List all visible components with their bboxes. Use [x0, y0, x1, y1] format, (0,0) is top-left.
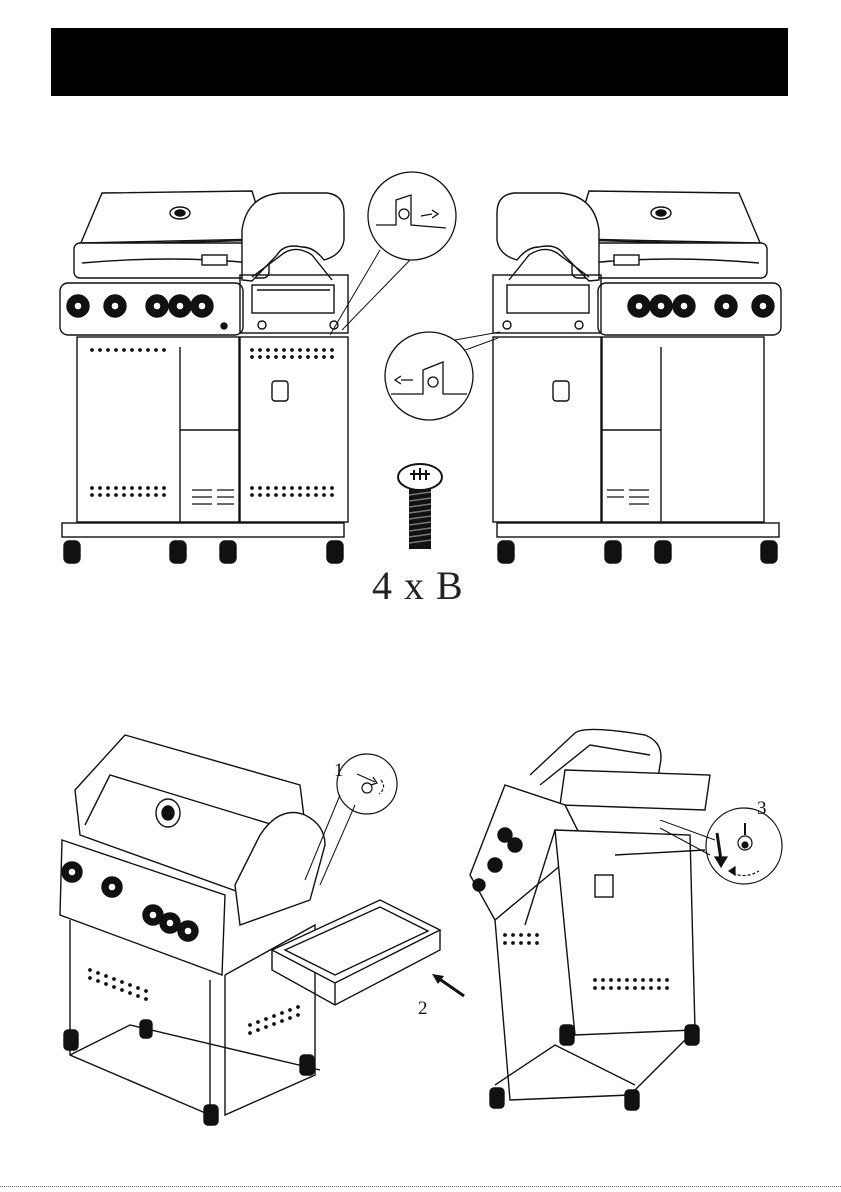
callout-leader-lines: [330, 240, 500, 350]
grill-front-view-left: [52, 185, 357, 570]
screw-icon: [396, 462, 444, 552]
step-1-label: 1: [334, 760, 344, 782]
arrow-step2-icon: [428, 970, 468, 1000]
grill-front-view-right: [484, 185, 789, 570]
grill-rear-tilted-view: [465, 725, 715, 1120]
screw-quantity-label: 4 x B: [372, 562, 472, 609]
callout-leader-step3: [660, 820, 720, 860]
grill-side-shelf-install: [50, 725, 470, 1130]
bottom-divider: [0, 1186, 841, 1187]
callout-leader-step1: [300, 790, 360, 890]
step-2-label: 2: [418, 998, 428, 1020]
header-bar: [51, 28, 788, 96]
step-3-label: 3: [757, 798, 767, 820]
